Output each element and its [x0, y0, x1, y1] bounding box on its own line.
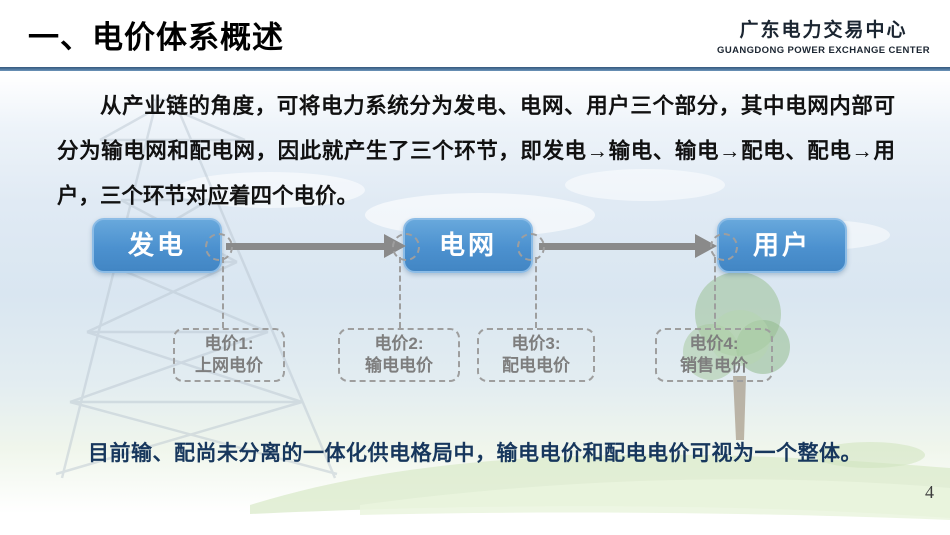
summary-note: 目前输、配尚未分离的一体化供电格局中，输电电价和配电电价可视为一个整体。 — [88, 442, 862, 465]
price-tag-2-value: 输电电价 — [365, 356, 433, 375]
flow-arrow-line-2 — [539, 243, 697, 250]
connector-dashed-line-2 — [399, 257, 401, 328]
flow-node-grid: 电网 — [403, 218, 533, 273]
price-tag-2: 电价2: 输电电价 — [338, 328, 460, 382]
price-tag-1-value: 上网电价 — [195, 356, 263, 375]
page-number: 4 — [925, 482, 934, 502]
connector-dashed-line-3 — [535, 257, 537, 328]
connector-circle-1 — [205, 233, 233, 261]
price-tag-4-title: 电价4: — [689, 333, 739, 353]
flow-node-user: 用户 — [717, 218, 847, 273]
price-tag-3-value: 配电电价 — [502, 356, 570, 375]
flow-arrow-line-1 — [226, 243, 386, 250]
connector-dashed-line-4 — [714, 257, 716, 328]
price-tag-3-title: 电价3: — [511, 333, 561, 353]
price-tag-2-title: 电价2: — [374, 333, 424, 353]
price-tag-1: 电价1: 上网电价 — [173, 328, 285, 382]
org-logo: 广东电力交易中心 GUANGDONG POWER EXCHANGE CENTER — [717, 15, 930, 56]
header-divider — [0, 67, 950, 71]
org-name-en: GUANGDONG POWER EXCHANGE CENTER — [717, 45, 930, 56]
price-tag-3: 电价3: 配电电价 — [477, 328, 595, 382]
org-name-cn: 广东电力交易中心 — [739, 20, 908, 41]
page-title: 一、电价体系概述 — [28, 20, 284, 55]
price-tag-4: 电价4: 销售电价 — [655, 328, 773, 382]
connector-circle-3 — [517, 233, 545, 261]
connector-dashed-line-1 — [222, 257, 224, 328]
price-tag-1-title: 电价1: — [204, 333, 254, 353]
intro-paragraph: 从产业链的角度，可将电力系统分为发电、电网、用户三个部分，其中电网内部可分为输电… — [57, 94, 895, 208]
connector-circle-2 — [392, 233, 420, 261]
price-tag-4-value: 销售电价 — [680, 356, 748, 375]
flow-node-generation: 发电 — [92, 218, 222, 273]
connector-circle-4 — [710, 233, 738, 261]
